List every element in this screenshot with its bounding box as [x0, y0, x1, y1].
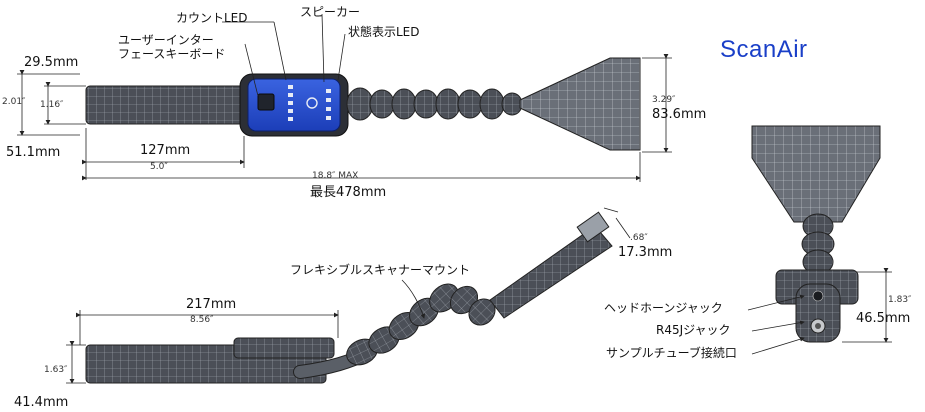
end-view-device	[751, 125, 881, 343]
callout-user-interface-line1: ユーザーインター	[118, 33, 214, 47]
dim-end-height-mm: 46.5mm	[856, 311, 911, 326]
dim-top-width-mm: 29.5mm	[24, 55, 79, 70]
top-view-dimension-lines	[17, 13, 672, 182]
dim-side-length-in: 8.56″	[190, 315, 214, 325]
callout-flex-mount: フレキシブルスキャナーマウント	[290, 263, 471, 277]
top-view-device	[85, 57, 641, 151]
dim-top-inner-in: 1.16″	[40, 100, 64, 110]
callout-rj45-jack: R45Jジャック	[656, 323, 731, 337]
callout-sample-tube: サンプルチューブ接続口	[606, 346, 737, 360]
dim-side-tip-mm: 17.3mm	[618, 245, 673, 260]
dim-top-length-in: 5.0″	[150, 162, 168, 172]
side-view-dimension-lines	[66, 207, 631, 384]
side-view-device	[85, 211, 613, 384]
dim-top-length-mm: 127mm	[140, 143, 191, 158]
callout-status-led: 状態表示LED	[348, 25, 420, 39]
dim-side-height-mm: 41.4mm	[14, 395, 69, 410]
dim-top-max-mm: 最長478mm	[310, 185, 387, 200]
dim-top-max-in: 18.8″ MAX	[312, 171, 359, 181]
dim-end-height-in: 1.83″	[888, 295, 912, 305]
dim-top-head-in: 3.29″	[652, 95, 676, 105]
callout-user-interface-line2: フェースキーボード	[118, 47, 226, 61]
callout-count-led: カウントLED	[176, 11, 248, 25]
dim-top-height-in: 2.01″	[2, 97, 26, 107]
callout-headphone-jack: ヘッドホーンジャック	[604, 301, 723, 315]
dim-side-height-in: 1.63″	[44, 365, 68, 375]
dim-side-tip-in: .68″	[630, 233, 648, 243]
dim-top-head-mm: 83.6mm	[652, 107, 707, 122]
end-view-dimension-lines	[747, 268, 892, 355]
brand-logo: ScanAir	[720, 36, 808, 63]
dim-side-length-mm: 217mm	[186, 297, 237, 312]
callout-speaker: スピーカー	[300, 5, 361, 19]
dim-top-height-mm: 51.1mm	[6, 145, 61, 160]
